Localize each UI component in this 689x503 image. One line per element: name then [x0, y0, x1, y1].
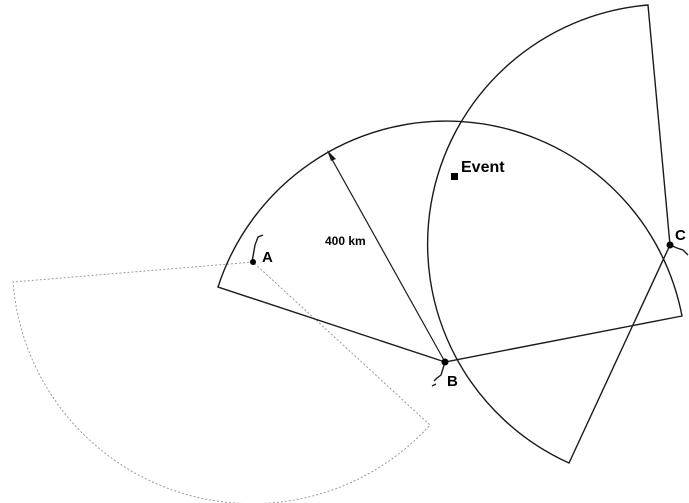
station-b-seismograph-icon: [431, 361, 446, 387]
radius-arrow: [327, 150, 446, 363]
sector-station-a: [12, 261, 431, 503]
station-a-marker: [250, 259, 256, 265]
station-a-seismograph-icon: [251, 234, 264, 263]
station-a-label: A: [262, 249, 273, 266]
sector-station-b: [217, 120, 683, 363]
event-label: Event: [461, 159, 505, 176]
event-marker: [451, 173, 458, 180]
station-b-marker: [441, 358, 449, 366]
station-c-label: C: [675, 227, 686, 244]
radius-label: 400 km: [325, 234, 366, 248]
station-c-seismograph-icon: [669, 244, 689, 256]
station-b-label: B: [447, 373, 458, 390]
sector-station-c: [426, 4, 671, 464]
station-c-marker: [666, 241, 674, 249]
